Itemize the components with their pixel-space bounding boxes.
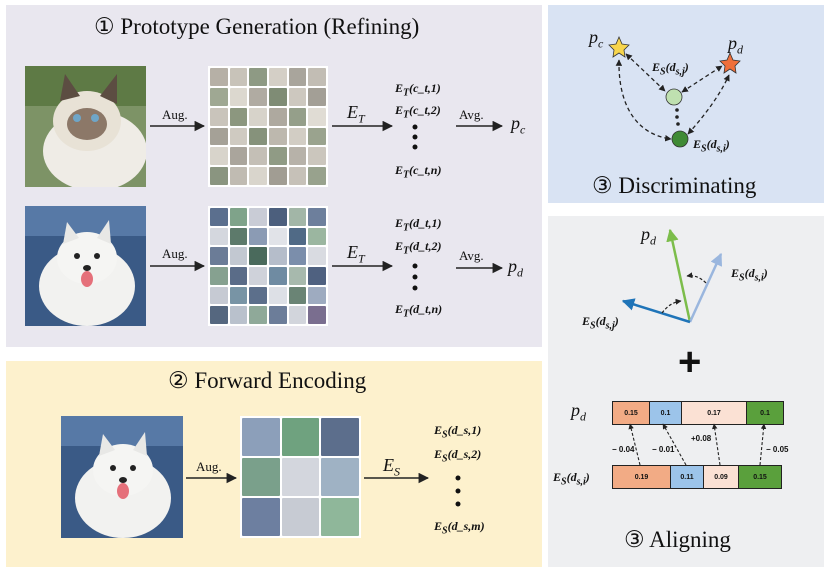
bar-es-segment-1: 0.19: [613, 466, 671, 488]
dog-ellipsis-dot: [412, 285, 418, 291]
cat-teacher-encoder-label: ET: [347, 102, 365, 126]
cat-ellipsis-dot: [412, 124, 418, 130]
aligning-title: ③ Aligning: [624, 527, 731, 552]
student-augmented-grid: [240, 416, 361, 538]
cat-prototype-pc: pc: [511, 113, 526, 137]
cat-ellipsis-dot: [412, 134, 418, 140]
diff-4: − 0.05: [766, 445, 789, 454]
student-embedding-1: ES(d_s,1): [434, 423, 482, 441]
dog-photo-top: [25, 206, 146, 326]
cat-teacher-embedding-1: ET(c_t,1): [395, 81, 441, 99]
bar-es-segment-2: 0.11: [671, 466, 704, 488]
bar-es-segment-3: 0.09: [704, 466, 739, 488]
disc-star-pd: [719, 51, 741, 74]
disc-dot: [675, 108, 679, 112]
disc-node-i: [671, 130, 689, 148]
align-vec-es-j: [621, 298, 691, 324]
student-embedding-2: ES(d_s,2): [434, 447, 482, 465]
bar-pd-label: pd: [571, 400, 586, 424]
dog-photo-bottom: [61, 416, 183, 538]
bar-pd-segment-2: 0.1: [650, 402, 682, 424]
cat-avg-label: Avg.: [459, 107, 484, 122]
disc-node-j: [665, 88, 683, 106]
student-encoder-label: ES: [383, 455, 400, 479]
disc-i-to-pd: [687, 74, 730, 135]
bar-pd-segment-1: 0.15: [613, 402, 650, 424]
cat-teacher-embedding-2: ET(c_t,2): [395, 103, 441, 121]
bar-pd-segment-4: 0.1: [747, 402, 783, 424]
cat-photo: [25, 66, 146, 187]
forward-encoding-title: ② Forward Encoding: [168, 368, 367, 393]
aligning-panel: [548, 216, 824, 567]
disc-es-i-label: ES(ds,i): [693, 137, 730, 155]
disc-star-pc: [608, 35, 630, 58]
dog-augmented-grid: [208, 206, 328, 326]
dog-teacher-embedding-2: ET(d_t,2): [395, 239, 442, 257]
align-es-j-vector-label: ES(ds,j): [582, 314, 619, 332]
cat-teacher-embedding-n: ET(c_t,n): [395, 163, 442, 181]
student-embedding-m: ES(d_s,m): [434, 519, 485, 537]
student-aug-label: Aug.: [196, 459, 222, 474]
diff-2: − 0.01: [652, 445, 675, 454]
prototype-generation-title: ① Prototype Generation (Refining): [94, 14, 420, 39]
align-pd-vector-label: pd: [641, 224, 656, 248]
disc-dot: [675, 115, 679, 119]
dog-avg-label: Avg.: [459, 248, 484, 263]
dog-ellipsis-dot: [412, 274, 418, 280]
bar-es-segment-4: 0.15: [739, 466, 781, 488]
bar-arrow-3: [711, 423, 721, 466]
cat-ellipsis-dot: [412, 144, 418, 150]
student-ellipsis-dot: [455, 501, 461, 507]
diff-1: − 0.04: [612, 445, 635, 454]
dog-prototype-pd: pd: [508, 256, 523, 280]
cat-augmented-grid: [208, 66, 328, 187]
disc-pc-label: pc: [589, 27, 604, 51]
disc-pc-to-j: [625, 53, 666, 92]
disc-j-to-pd: [681, 65, 723, 93]
disc-dot: [676, 122, 680, 126]
align-vec-pd: [666, 228, 692, 323]
disc-pc-to-i: [615, 59, 672, 142]
bar-es: 0.19 0.11 0.09 0.15: [612, 465, 782, 489]
bar-arrow-4: [759, 423, 767, 466]
dog-teacher-encoder-label: ET: [347, 242, 365, 266]
discriminating-title: ③ Discriminating: [592, 173, 757, 198]
diff-3: +0.08: [691, 434, 712, 443]
discriminating-panel: [548, 5, 824, 203]
student-ellipsis-dot: [455, 488, 461, 494]
bar-pd-segment-3: 0.17: [682, 402, 747, 424]
dog-ellipsis-dot: [412, 263, 418, 269]
dog-teacher-embedding-n: ET(d_t,n): [395, 302, 443, 320]
student-ellipsis-dot: [455, 475, 461, 481]
dog-teacher-embedding-1: ET(d_t,1): [395, 216, 442, 234]
plus-symbol: +: [678, 340, 702, 384]
dog-aug-label: Aug.: [162, 246, 188, 261]
align-curve-i: [686, 272, 707, 284]
align-vec-es-i: [688, 252, 723, 323]
bar-es-label: ES(ds,i): [553, 470, 590, 488]
cat-aug-label: Aug.: [162, 107, 188, 122]
align-curve-j: [661, 298, 682, 314]
bar-arrow-1: [628, 423, 641, 466]
bar-pd: 0.15 0.1 0.17 0.1: [612, 401, 784, 425]
disc-pd-label: pd: [728, 33, 743, 57]
align-es-i-vector-label: ES(ds,i): [731, 266, 768, 284]
bar-arrow-2: [662, 423, 687, 466]
